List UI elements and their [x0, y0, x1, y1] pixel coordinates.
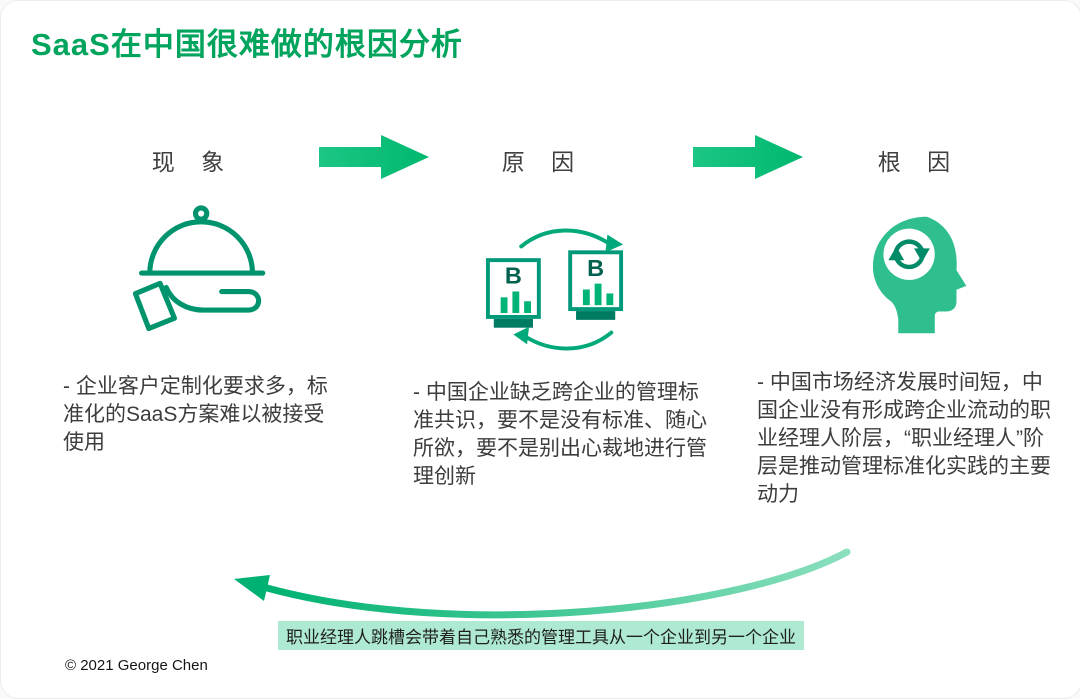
page-title: SaaS在中国很难做的根因分析 [31, 27, 463, 62]
b2b-exchange-icon: B B [485, 228, 624, 351]
flow-arrow-icon [693, 135, 803, 179]
flow-arrow-icon [319, 135, 429, 179]
feedback-curve-arrow-icon [234, 548, 851, 619]
stage-label-cause: 原 因 [501, 149, 585, 175]
highlighted-footnote: 职业经理人跳槽会带着自己熟悉的管理工具从一个企业到另一个企业 [278, 621, 804, 650]
stage-label-phenomenon: 现 象 [151, 149, 235, 175]
building-letter: B [587, 255, 604, 281]
copyright-text: © 2021 George Chen [65, 657, 208, 674]
phenomenon-text: - 企业客户定制化要求多，标准化的SaaS方案难以被接受使用 [63, 375, 328, 454]
head-cycle-icon [872, 216, 967, 334]
cause-text: - 中国企业缺乏跨企业的管理标准共识，要不是没有标准、随心所欲，要不是别出心裁地… [413, 381, 707, 488]
stage-label-root-cause: 根 因 [877, 149, 961, 175]
building-letter: B [505, 263, 522, 289]
root-cause-text: - 中国市场经济发展时间短，中国企业没有形成跨企业流动的职业经理人阶层，“职业经… [757, 371, 1051, 506]
cloche-hand-icon [132, 205, 266, 332]
